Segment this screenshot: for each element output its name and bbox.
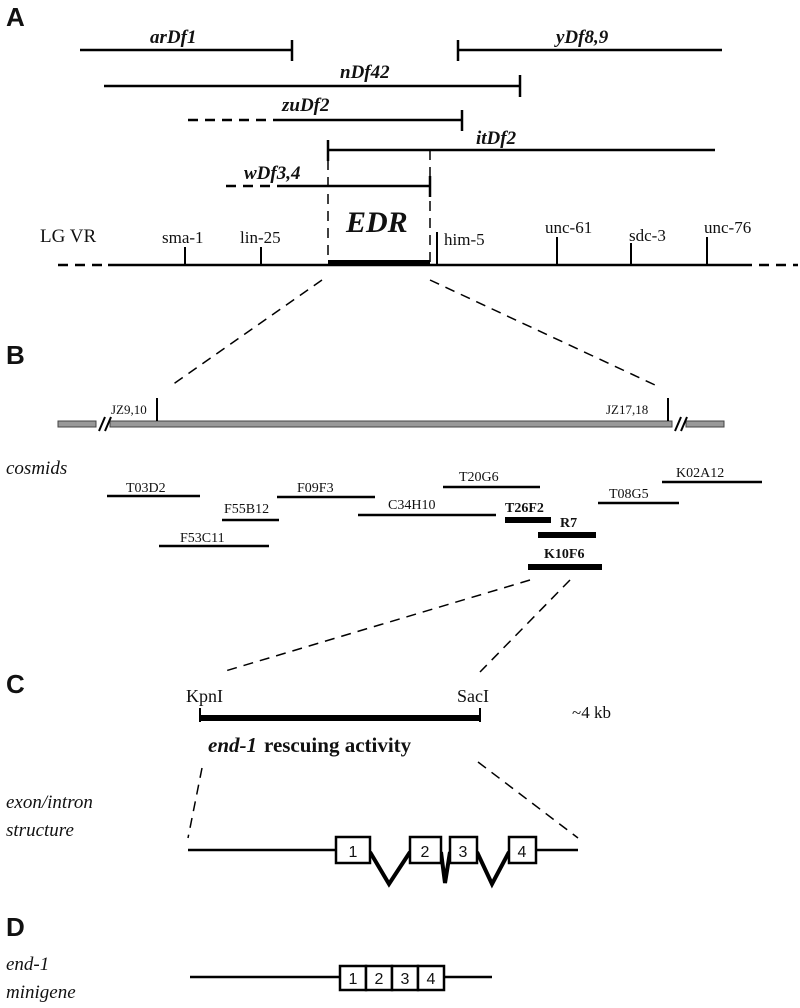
zoom-line	[477, 761, 579, 839]
cosmid-label: F53C11	[180, 531, 225, 546]
deficiency-arDf1: arDf1	[80, 27, 294, 61]
exon-number: 4	[518, 844, 527, 861]
gene-label: sdc-3	[629, 226, 666, 245]
zoom-line	[479, 579, 571, 673]
linkage-group-label: LG VR	[40, 226, 96, 247]
gene-label: him-5	[444, 230, 485, 249]
rescue-text: rescuing activity	[264, 733, 412, 757]
zoom-line	[187, 767, 203, 839]
panel-label-d: D	[6, 912, 25, 942]
cosmids-label: cosmids	[6, 458, 67, 479]
cosmid-label: K10F6	[544, 547, 584, 562]
edr-label: EDR	[345, 206, 408, 239]
deficiency-itDf2: itDf2	[326, 128, 715, 161]
deficiency-label: yDf8,9	[554, 27, 609, 48]
exon-number: 3	[401, 971, 410, 988]
intron	[439, 851, 452, 884]
exon-intron-label-2: structure	[6, 820, 74, 841]
edr-region: EDR	[327, 150, 431, 262]
exon-number: 4	[427, 971, 436, 988]
cosmid-label: T03D2	[126, 481, 166, 496]
zoom-line	[221, 579, 531, 673]
exon-intron-structure: 1 2 3 4	[188, 835, 578, 889]
panel-label-b: B	[6, 340, 25, 370]
zoom-line	[429, 279, 656, 386]
exon-number: 3	[459, 844, 468, 861]
gene-label: sma-1	[162, 228, 204, 247]
gene-label: unc-61	[545, 218, 592, 237]
deficiency-nDf42: nDf42	[104, 62, 522, 97]
marker-label: JZ17,18	[606, 402, 648, 417]
deficiency-label: zuDf2	[281, 95, 330, 116]
gene-markers: sma-1 lin-25 him-5 unc-61 sdc-3 unc-76	[162, 218, 751, 265]
deficiency-label: itDf2	[476, 128, 517, 149]
minigene-structure: 1 2 3 4	[190, 964, 492, 992]
exon-number: 1	[349, 971, 358, 988]
cosmid-label: T26F2	[505, 501, 544, 516]
deficiency-label: nDf42	[340, 62, 390, 83]
saci-label: SacI	[457, 686, 489, 706]
rescue-fragment: KpnI SacI ~4 kb end-1 rescuing activity	[186, 686, 611, 757]
deficiency-label: wDf3,4	[244, 163, 300, 184]
deficiency-label: arDf1	[150, 27, 196, 48]
cosmid-label: F09F3	[297, 481, 334, 496]
exon-box	[507, 835, 538, 865]
exon-box	[416, 964, 446, 992]
minigene-label-1: end-1	[6, 954, 49, 975]
exon-intron-label-1: exon/intron	[6, 792, 93, 813]
kpni-label: KpnI	[186, 686, 223, 706]
gene-label: lin-25	[240, 228, 281, 247]
minigene-label-2: minigene	[6, 982, 76, 1003]
cosmid-label: K02A12	[676, 466, 724, 481]
exon-box	[364, 964, 394, 992]
deficiency-zuDf2: zuDf2	[188, 95, 464, 131]
chromosome-lg-vr: LG VR	[40, 226, 798, 267]
cosmid-label: R7	[560, 516, 577, 531]
size-label: ~4 kb	[572, 703, 611, 722]
exon-number: 2	[375, 971, 384, 988]
exon-box	[448, 835, 479, 865]
panel-label-c: C	[6, 669, 25, 699]
cosmid-label: T20G6	[459, 470, 499, 485]
rescue-gene: end-1	[208, 733, 257, 757]
cosmid-label: T08G5	[609, 487, 649, 502]
exon-number: 1	[349, 844, 358, 861]
zoom-line	[171, 279, 323, 386]
panel-label-a: A	[6, 2, 25, 32]
intron	[475, 851, 511, 889]
marker-label: JZ9,10	[111, 402, 147, 417]
intron	[368, 850, 412, 888]
cosmid-label: C34H10	[388, 498, 435, 513]
exon-box	[334, 835, 372, 865]
rescue-label: end-1 rescuing activity	[208, 733, 412, 757]
cosmid-label: F55B12	[224, 502, 269, 517]
cosmid-contig: T03D2 F55B12 F09F3 F53C11 C34H10 T20G6 T…	[107, 466, 762, 570]
physical-map-bar: JZ9,10 JZ17,18	[57, 398, 725, 432]
exon-box	[408, 835, 443, 865]
deficiency-yDf8-9: yDf8,9	[456, 27, 722, 61]
exon-number: 2	[421, 844, 430, 861]
gene-label: unc-76	[704, 218, 751, 237]
